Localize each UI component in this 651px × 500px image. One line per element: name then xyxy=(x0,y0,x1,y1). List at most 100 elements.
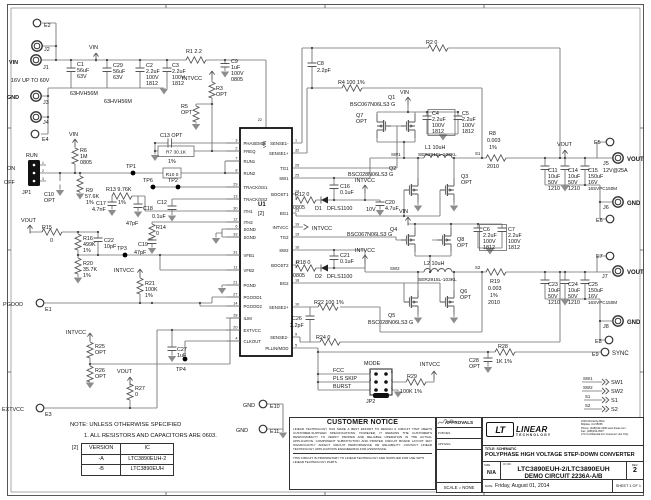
op-sw1-to: SW1 xyxy=(611,380,623,386)
c4-val: 2.2uF xyxy=(432,117,446,123)
l1-label: L1 10uH xyxy=(425,145,445,151)
jp2-pin5: 5 xyxy=(369,370,371,374)
ic-pin-name: RUN2 xyxy=(244,171,256,176)
r4-label: R4 100 1% xyxy=(338,80,365,86)
ic-pin-name: TRACK/SS1 xyxy=(244,185,268,190)
jack-connector xyxy=(30,111,42,123)
date-label: DATE: xyxy=(485,484,494,488)
r21-ref: R21 xyxy=(145,281,155,287)
intvcc1-label: INTVCC xyxy=(182,76,202,82)
r7-tol: 1% xyxy=(168,159,176,165)
r2-label: R2 0 xyxy=(426,40,437,46)
j7-label: J7 xyxy=(602,274,608,280)
ic-pin-number: 4 xyxy=(235,337,237,341)
vout-div-label: VOUT xyxy=(21,218,37,224)
ic-pin-name: BOOST1 xyxy=(271,192,289,197)
r7-label: R7 30.1K xyxy=(166,150,187,156)
intvcc-bst1-label: INTVCC xyxy=(355,178,375,184)
c4-ref: C4 xyxy=(432,111,439,117)
ic-pin22-num: 22 xyxy=(258,118,262,122)
jp2-pin6: 6 xyxy=(391,370,393,374)
c2-volt: 100V xyxy=(146,75,159,81)
intvcc2-label: INTVCC xyxy=(114,268,134,274)
op-sw1-from: SW1 xyxy=(583,376,593,381)
r29-ref: R29 xyxy=(407,374,417,380)
plsskip-label: PLS SKIP xyxy=(333,376,357,382)
r8-ref: R8 xyxy=(489,131,496,137)
ic-pin-name: SGND xyxy=(244,227,256,232)
r1-label: R1 2.2 xyxy=(186,49,202,55)
fcc-label: FCC xyxy=(333,368,344,374)
customer-notice-footer: THIS CIRCUIT IS PROPRIETARY TO LINEAR TE… xyxy=(293,453,432,464)
c8-ref: C8 xyxy=(317,61,324,67)
c3-volt: 100V xyxy=(172,75,185,81)
r12-size: 0805 xyxy=(293,205,305,211)
turret-connector xyxy=(605,251,615,261)
version-table-cell: LTC3890EUH-2 xyxy=(120,453,175,466)
output-spec-label: 12V@25A xyxy=(603,168,628,174)
e3-label: E3 xyxy=(45,412,52,418)
gnd-j6-label: GND xyxy=(627,201,641,207)
j2-label: J2 xyxy=(44,47,50,53)
j3-label: J3 xyxy=(43,100,49,106)
brand-name-2: TECHNOLOGY xyxy=(516,432,552,437)
ic-pin-name: SENSE2+ xyxy=(269,305,289,310)
r8-tol: 1% xyxy=(489,145,497,151)
c14-volt: 50V xyxy=(568,180,578,186)
e2-label: E2 xyxy=(44,23,51,29)
c12-val: 0.1uF xyxy=(152,214,166,220)
ic-pin-number: 28 xyxy=(233,314,237,318)
r29-val: 100K 1% xyxy=(400,389,422,395)
tp2-label: TP2 xyxy=(168,178,178,184)
r25-ref: R25 xyxy=(95,344,105,350)
jack-connector xyxy=(612,265,624,277)
c16-val: 0.1uF xyxy=(340,190,354,196)
ic-pin-number: 24 xyxy=(295,190,299,194)
turret-connector xyxy=(604,335,614,345)
ic-pin-number: 8 xyxy=(235,169,237,173)
c20-val: 4.7uF xyxy=(385,206,399,212)
r13-tol: 1% xyxy=(118,200,126,206)
approvals-row-label: APP ENG. xyxy=(438,442,452,446)
c1-pn: 63HVH56M xyxy=(70,91,98,97)
extvcc-label: EXTVCC xyxy=(2,407,24,413)
c2-val: 2.2uF xyxy=(146,69,160,75)
ic-pin-name: FREQ xyxy=(244,149,257,154)
c7-size: 1812 xyxy=(508,245,520,251)
r16-ref: R16 xyxy=(83,236,93,242)
ic-pin-number: 1 xyxy=(295,139,297,143)
size-value: N/A xyxy=(487,469,496,476)
ic-pin-name: SGND xyxy=(244,235,256,240)
c1-ref: C1 xyxy=(77,62,84,68)
turret-connector xyxy=(30,129,40,139)
ic-pin-number: 12 xyxy=(233,218,237,222)
l2-label: L2 10uH xyxy=(424,261,444,267)
gnd-j8-label: GND xyxy=(627,320,641,326)
r24-label: R24 0 xyxy=(316,335,330,341)
j4-label: J4 xyxy=(43,120,49,126)
vout-j7-label: VOUT xyxy=(627,270,644,276)
r3-ref: R3 xyxy=(216,86,223,92)
r18-size: 0805 xyxy=(293,273,305,279)
sheet-label: SHEET 1 OF 1 xyxy=(611,480,641,492)
jumper-jp1[interactable] xyxy=(28,160,40,186)
c17-ref: C17 xyxy=(96,201,106,207)
jumper-jp2[interactable] xyxy=(369,368,393,398)
c9-ref: C9 xyxy=(231,59,238,65)
r16-val: 499K xyxy=(83,242,96,248)
jack-connector xyxy=(612,315,624,327)
version-table-header: IC xyxy=(120,443,175,455)
ic-pin-number: 33 xyxy=(233,233,237,237)
c20-ref: C20 xyxy=(385,200,395,206)
d2-ref: D2 xyxy=(315,274,322,280)
c29-volt: 63V xyxy=(113,75,123,81)
sync-label: SYNC xyxy=(612,351,629,357)
d1-pn: DFLS1100 xyxy=(327,206,352,212)
version-table-cell: -B xyxy=(80,464,122,476)
c24-ref: C24 xyxy=(568,282,578,288)
ic-pin-number: 2 xyxy=(235,147,237,151)
q4-pn: BSC067N06LS3 G xyxy=(347,232,392,238)
j5-label: J5 xyxy=(603,161,609,167)
q1-pn: BSC067N06LS3 G xyxy=(350,102,395,108)
